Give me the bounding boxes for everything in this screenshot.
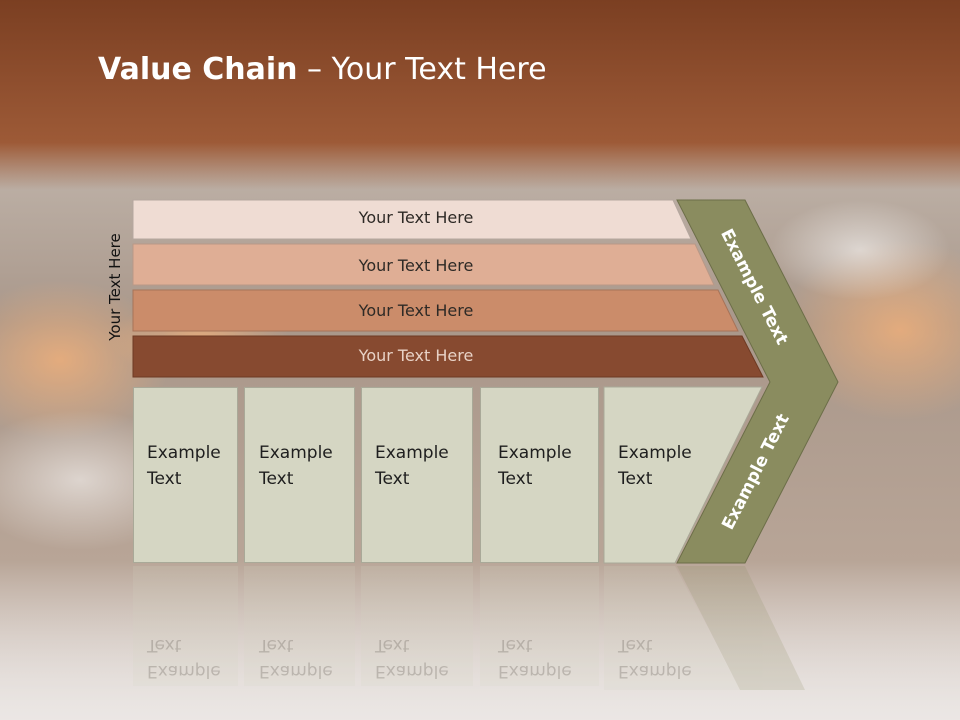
primary-box-3-label: Example Text xyxy=(375,443,449,489)
primary-box-4-label: Example Text xyxy=(498,443,572,489)
support-bar-4 xyxy=(132,335,764,378)
primary-box-1-label: Example Text xyxy=(147,443,221,489)
reflection-box-5: Example Text xyxy=(618,635,692,681)
reflection-box-4: Example Text xyxy=(498,635,572,681)
primary-box-2 xyxy=(244,387,355,563)
primary-box-4 xyxy=(480,387,599,563)
reflection-group xyxy=(133,566,805,690)
support-bar-3-label: Your Text Here xyxy=(358,301,474,320)
support-bar-1 xyxy=(132,199,692,240)
primary-box-3 xyxy=(361,387,473,563)
reflection-box-2: Example Text xyxy=(259,635,333,681)
page-title: Value Chain – Your Text Here xyxy=(98,52,547,87)
support-bar-4-label: Your Text Here xyxy=(358,346,474,365)
primary-box-1 xyxy=(133,387,238,563)
support-bar-2 xyxy=(132,243,715,286)
primary-box-5-label: Example Text xyxy=(618,443,692,489)
primary-box-arrow xyxy=(603,386,763,564)
reflection-box-1: Example Text xyxy=(147,635,221,681)
support-bar-1-label: Your Text Here xyxy=(358,208,474,227)
support-bar-2-label: Your Text Here xyxy=(358,256,474,275)
support-bar-3 xyxy=(132,289,739,332)
margin-chevron xyxy=(676,199,839,564)
reflection-box-3: Example Text xyxy=(375,635,449,681)
primary-box-2-label: Example Text xyxy=(259,443,333,489)
